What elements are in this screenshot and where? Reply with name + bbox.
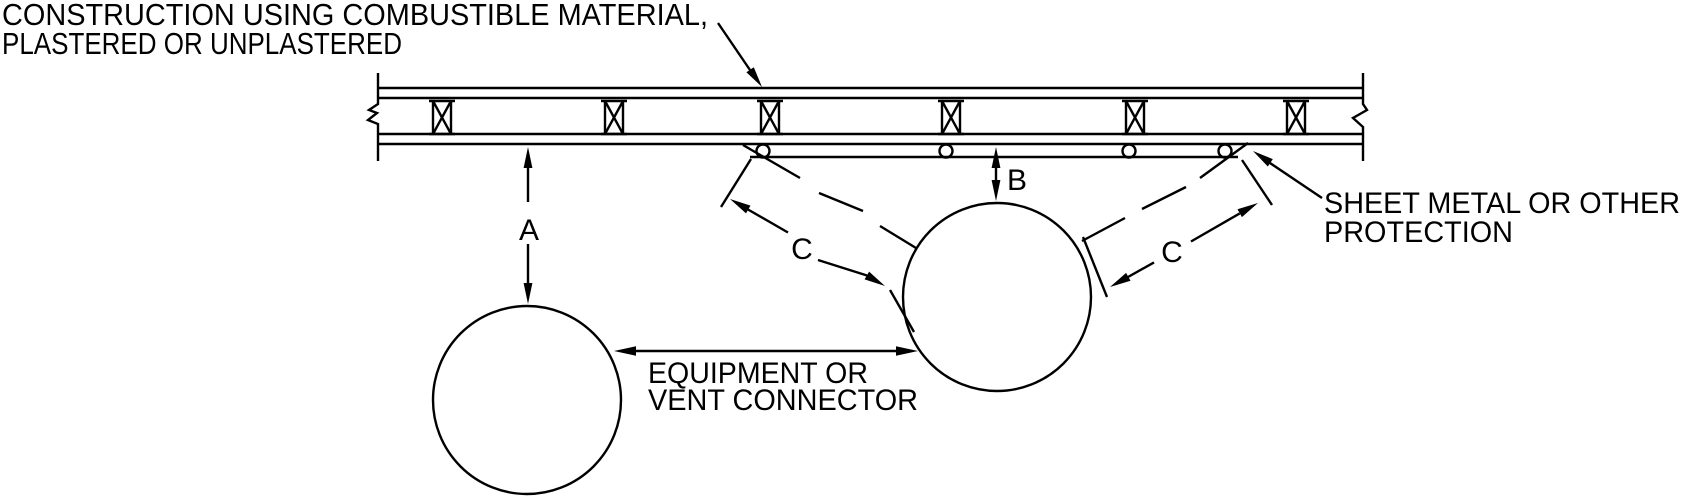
arrowhead-up: [523, 147, 533, 168]
arrowhead-up-left: [730, 199, 751, 214]
break-line-left: [365, 73, 380, 161]
clearance-dashed-line-right: [1081, 185, 1187, 243]
sheet-metal-label-line1: SHEET METAL OR OTHER: [1324, 187, 1680, 220]
spacer-circle: [1121, 143, 1137, 159]
joist-block: [1120, 99, 1150, 136]
arrowhead-up-left: [1253, 151, 1273, 167]
joist-block: [936, 99, 966, 136]
vent-connector-circle-right: [901, 201, 1093, 393]
sheet-metal-label-line2: PROTECTION: [1324, 216, 1513, 249]
arrowhead-up-right: [1237, 203, 1258, 218]
arrowhead-up: [991, 147, 1001, 168]
sheet-metal-leader: [1253, 151, 1323, 199]
ceiling-bottom-lines: [378, 132, 1363, 146]
dimension-c-left: C: [719, 158, 916, 333]
ceiling-top-lines: [378, 86, 1363, 100]
joist-block: [427, 99, 457, 136]
dimension-a: A: [519, 147, 539, 304]
dim-b-label: B: [1007, 164, 1027, 197]
arrowhead-left: [614, 346, 636, 356]
clearance-dashed-line-left: [818, 191, 917, 250]
dim-c-right-label: C: [1161, 236, 1183, 269]
construction-label-line2: PLASTERED OR UNPLASTERED: [2, 26, 402, 61]
joist-block: [755, 99, 785, 136]
equipment-label-line2: VENT CONNECTOR: [648, 384, 918, 417]
joist-block: [1281, 99, 1311, 136]
dim-c-left-tick-lower: [888, 289, 916, 333]
shield-edge-right: [1199, 142, 1249, 179]
dimension-c-right: C: [1081, 159, 1273, 298]
dim-c-right-tick-upper: [1241, 159, 1273, 206]
dim-c-left-shaft: [747, 208, 868, 277]
spacer-circle: [938, 143, 954, 159]
arrowhead-right: [896, 346, 918, 356]
construction-leader-line: [717, 22, 751, 71]
dim-a-label: A: [519, 214, 539, 247]
arrowhead-down-right: [746, 67, 762, 87]
arrowhead-down-left: [1110, 272, 1131, 287]
construction-label-line1: CONSTRUCTION USING COMBUSTIBLE MATERIAL,: [2, 0, 708, 32]
dim-c-left-label: C: [791, 233, 813, 266]
arrowhead-down: [523, 283, 533, 304]
ceiling-assembly: [365, 73, 1369, 161]
break-line-right: [1350, 73, 1369, 161]
construction-leader: [717, 22, 762, 87]
dim-c-right-shaft: [1127, 212, 1241, 279]
shield-edge-left: [742, 143, 801, 180]
dimension-b: B: [991, 147, 1027, 201]
sheet-metal-leader-line: [1269, 162, 1323, 199]
joist-block: [599, 99, 629, 136]
arrowhead-down: [991, 180, 1001, 201]
dim-c-right-tick-lower: [1081, 236, 1109, 298]
dim-c-left-tick-upper: [719, 158, 753, 208]
arrowhead-down-right: [864, 271, 885, 286]
equipment-label-line1: EQUIPMENT OR: [648, 357, 868, 390]
vent-connector-circle-left: [431, 304, 623, 496]
equipment-arrow: [614, 346, 918, 356]
